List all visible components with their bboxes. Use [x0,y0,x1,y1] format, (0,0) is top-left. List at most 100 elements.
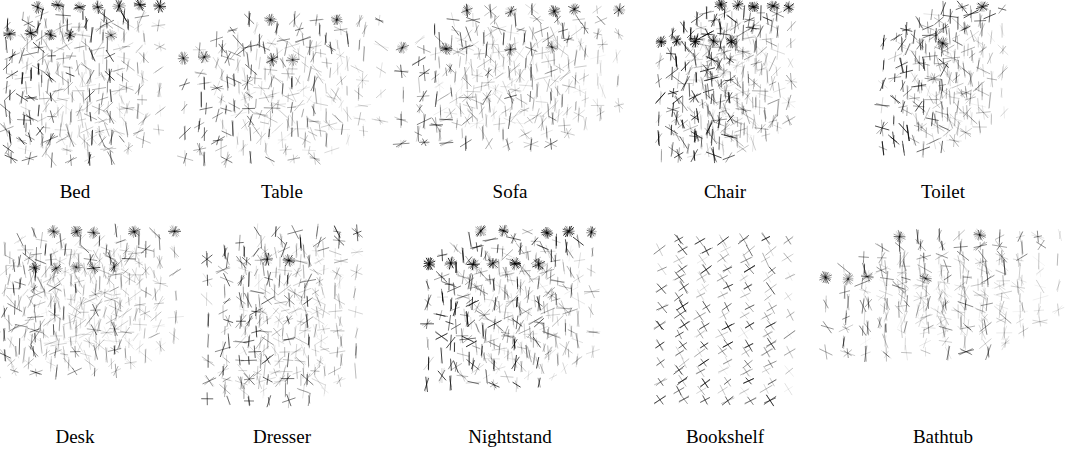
orientation-stroke [62,72,63,85]
orientation-stroke [124,11,125,22]
orientation-stroke [158,126,159,134]
orientation-stroke [554,13,561,25]
orientation-stroke [272,123,283,133]
orientation-stroke [136,47,142,51]
orientation-stroke [484,59,485,67]
orientation-stroke [216,32,217,47]
orientation-stroke [264,116,265,130]
orientation-stroke [517,28,524,31]
orientation-stroke [532,39,542,48]
orientation-stroke [84,134,85,147]
orientation-stroke [266,157,274,161]
orientation-stroke [423,91,424,100]
orientation-stroke [474,53,484,54]
orientation-stroke [616,53,617,61]
orientation-stroke [348,134,349,145]
orientation-stroke [256,50,257,60]
orientation-stroke [294,13,295,25]
orientation-stroke [575,66,587,67]
orientation-stroke [225,53,230,63]
orientation-stroke [488,68,489,77]
orientation-stroke [10,91,11,99]
orientation-stroke [516,51,523,57]
orientation-stroke [302,110,304,117]
orientation-stroke [29,130,30,144]
orientation-stroke [559,125,571,126]
orientation-stroke [23,52,37,55]
orientation-stroke [477,70,478,82]
orientation-stroke [55,130,66,131]
orientation-stroke [155,68,161,72]
orientation-stroke [38,104,39,116]
orientation-stroke [143,114,146,125]
orientation-stroke [285,43,287,54]
orientation-stroke [304,95,315,103]
orientation-stroke [472,108,473,122]
orientation-stroke [359,130,367,131]
orientation-stroke [707,29,708,37]
orientation-stroke [364,22,366,36]
orientation-stroke [315,89,316,103]
orientation-stroke [450,52,466,53]
orientation-stroke [456,118,457,129]
orientation-stroke [439,56,440,69]
orientation-stroke [101,148,116,149]
orientation-stroke [354,118,365,119]
orientation-stroke [244,68,245,82]
orientation-stroke [547,79,550,91]
orientation-stroke [355,65,359,72]
orientation-stroke [87,70,94,83]
orientation-stroke [550,89,551,104]
voxel-orientation-field [656,0,797,163]
orientation-stroke [279,38,288,41]
orientation-stroke [226,130,227,137]
orientation-stroke [532,15,541,24]
orientation-stroke [97,55,110,56]
orientation-stroke [47,91,56,103]
orientation-stroke [39,83,40,98]
orientation-stroke [21,88,31,89]
orientation-stroke [595,18,607,23]
orientation-stroke [270,65,271,74]
orientation-stroke [325,84,326,92]
orientation-stroke [618,76,619,85]
orientation-stroke [23,12,24,20]
orientation-stroke [494,94,505,104]
orientation-stroke [39,98,48,99]
orientation-stroke [450,85,452,99]
orientation-stroke [255,23,257,35]
orientation-stroke [255,127,259,133]
orientation-stroke [42,136,43,146]
orientation-stroke [521,130,529,139]
orientation-stroke [673,88,674,96]
orientation-stroke [222,69,223,80]
orientation-stroke [460,103,461,116]
orientation-stroke [98,117,107,124]
orientation-stroke [58,139,66,140]
orientation-stroke [309,66,311,81]
orientation-stroke [562,95,563,106]
orientation-stroke [456,93,457,105]
orientation-stroke [250,117,251,125]
orientation-stroke [420,73,429,74]
orientation-stroke [452,26,458,35]
orientation-stroke [38,63,39,75]
orientation-stroke [309,132,317,136]
orientation-stroke [304,57,305,72]
orientation-stroke [481,82,482,90]
orientation-stroke [119,43,133,51]
orientation-stroke [573,19,585,20]
orientation-stroke [446,68,447,76]
orientation-stroke [495,16,496,24]
orientation-stroke [41,10,42,19]
orientation-stroke [356,80,368,81]
orientation-stroke [249,90,250,101]
orientation-stroke [293,155,294,163]
orientation-stroke [482,82,494,83]
orientation-stroke [160,105,161,116]
orientation-stroke [224,155,229,165]
orientation-stroke [316,15,317,26]
orientation-stroke [465,30,472,38]
